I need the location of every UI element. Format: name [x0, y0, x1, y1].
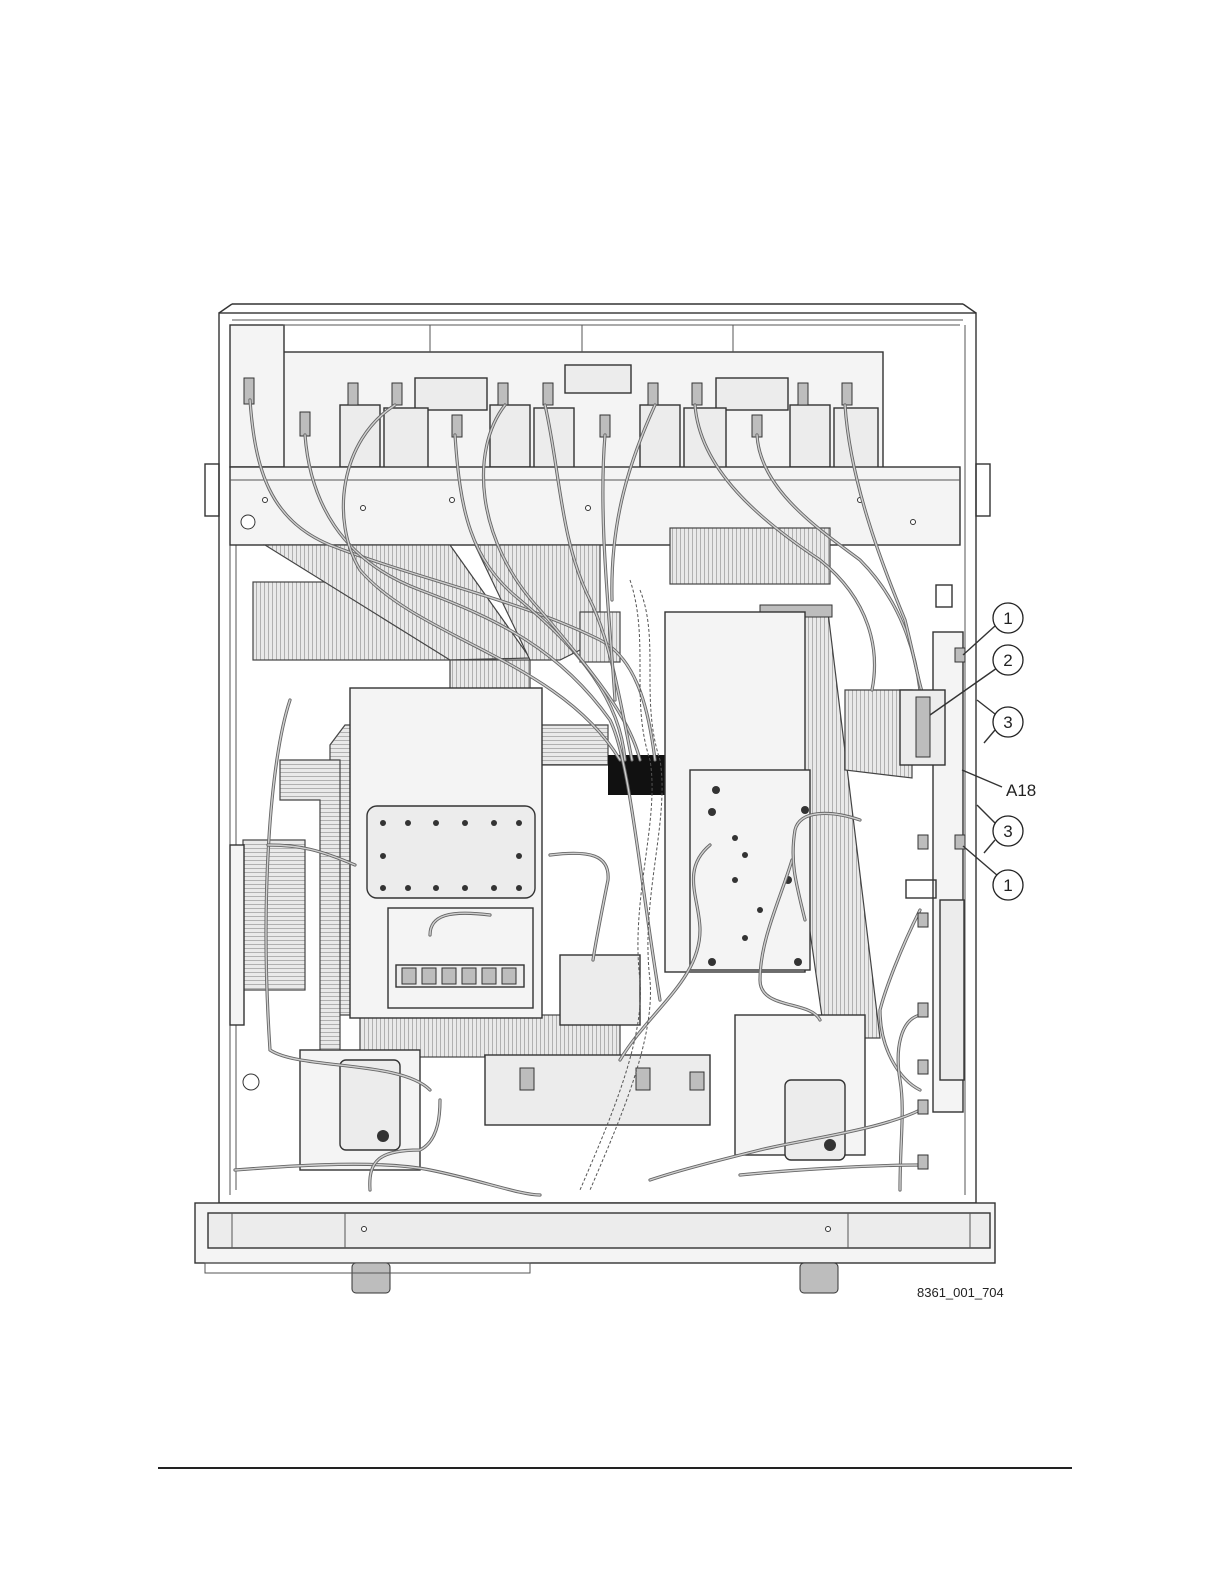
callout-label: 3	[1003, 822, 1012, 841]
callout-label: 1	[1003, 609, 1012, 628]
callout-2: 2	[993, 645, 1023, 675]
callout-label: A18	[1006, 781, 1036, 800]
rear-module-panel	[230, 325, 960, 545]
figure-id: 8361_001_704	[917, 1285, 1004, 1300]
front-panel	[195, 1203, 995, 1293]
callout-3-bottom: 3	[993, 816, 1023, 846]
callout-label: 3	[1003, 713, 1012, 732]
callout-3-top: 3	[993, 707, 1023, 737]
callout-a18: A18	[1006, 781, 1036, 800]
callout-label: 1	[1003, 876, 1012, 895]
callout-label: 2	[1003, 651, 1012, 670]
callout-1-top: 1	[993, 603, 1023, 633]
callout-1-bottom: 1	[993, 870, 1023, 900]
